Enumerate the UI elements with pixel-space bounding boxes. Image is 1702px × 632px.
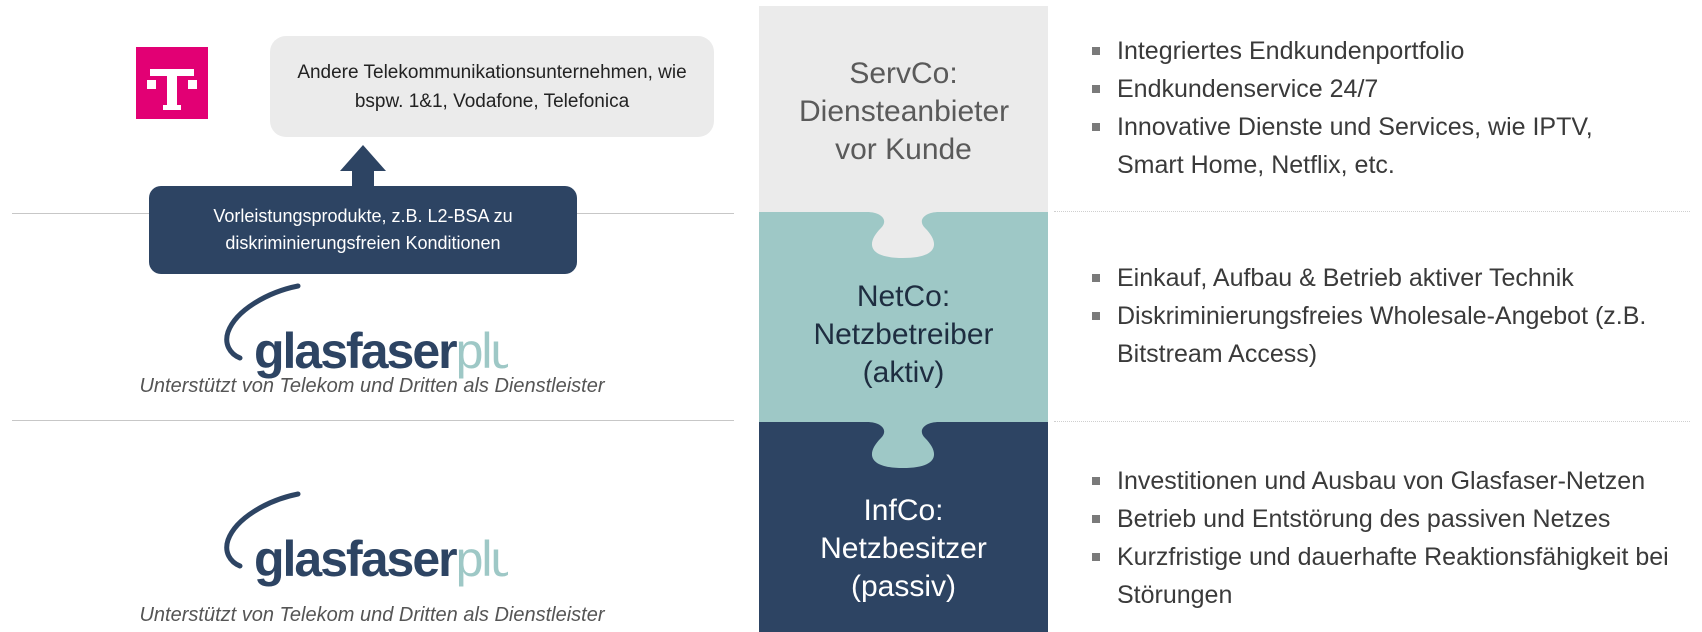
bullet-square-icon [1092, 515, 1100, 523]
wholesale-products-box: Vorleistungsprodukte, z.B. L2-BSA zu dis… [149, 186, 577, 274]
infco-title: InfCo: Netzbesitzer (passiv) [820, 494, 987, 603]
telekom-logo [136, 47, 208, 119]
separator-netco-infco [1054, 421, 1690, 422]
bullet-square-icon [1092, 312, 1100, 320]
netco-title: NetCo: Netzbetreiber (aktiv) [813, 280, 994, 389]
svg-text:glasfaserplus: glasfaserplus [254, 531, 508, 587]
logo-text-dark: glasfaser [254, 323, 457, 379]
list-item: Diskriminierungsfreies Wholesale-Angebot… [1090, 297, 1700, 373]
list-item: Endkundenservice 24/7 [1090, 70, 1700, 108]
infco-bullets: Investitionen und Ausbau von Glasfaser-N… [1090, 462, 1700, 614]
list-item: Integriertes Endkundenportfolio [1090, 32, 1700, 70]
layer-puzzle [759, 6, 1048, 632]
bullet-text: Innovative Dienste und Services, wie IPT… [1117, 113, 1593, 179]
list-item: Betrieb und Entstörung des passiven Netz… [1090, 500, 1700, 538]
telekom-t-icon [147, 69, 197, 110]
netco-bullets: Einkauf, Aufbau & Betrieb aktiver Techni… [1090, 259, 1700, 373]
wholesale-text: Vorleistungsprodukte, z.B. L2-BSA zu dis… [213, 206, 513, 253]
bullet-square-icon [1092, 85, 1100, 93]
infco-layer-piece [759, 422, 1048, 632]
logo-text-dark: glasfaser [254, 531, 457, 587]
bullet-text: Endkundenservice 24/7 [1117, 75, 1379, 103]
up-arrow-icon [340, 145, 386, 171]
bullet-square-icon [1092, 123, 1100, 131]
bullet-square-icon [1092, 47, 1100, 55]
bullet-text: Investitionen und Ausbau von Glasfaser-N… [1117, 467, 1646, 495]
bullet-text: Integriertes Endkundenportfolio [1117, 37, 1465, 65]
logo-text-light: plus [456, 323, 508, 379]
glasfaserplus-logo-netco: glasfaserplus [218, 280, 542, 380]
list-item: Innovative Dienste und Services, wie IPT… [1090, 108, 1637, 184]
fiber-swoosh-icon: glasfaserplus [224, 491, 542, 587]
separator-servco-netco [1054, 211, 1690, 212]
list-item: Einkauf, Aufbau & Betrieb aktiver Techni… [1090, 259, 1700, 297]
infco-logo-caption: Unterstützt von Telekom und Dritten als … [139, 604, 605, 626]
other-providers-text: Andere Telekommunikationsunternehmen, wi… [297, 61, 687, 112]
bullet-text: Einkauf, Aufbau & Betrieb aktiver Techni… [1117, 264, 1574, 292]
bullet-square-icon [1092, 553, 1100, 561]
list-item: Kurzfristige und dauerhafte Reaktionsfäh… [1090, 538, 1702, 614]
bullet-text: Betrieb und Entstörung des passiven Netz… [1117, 505, 1611, 533]
other-providers-box: Andere Telekommunikationsunternehmen, wi… [270, 36, 714, 137]
bullet-text: Kurzfristige und dauerhafte Reaktionsfäh… [1117, 543, 1669, 609]
bullet-text: Diskriminierungsfreies Wholesale-Angebot… [1117, 302, 1647, 368]
divider-line-bottom [12, 420, 734, 421]
fiber-swoosh-icon: glasfaserplus [224, 283, 542, 379]
servco-title: ServCo: Diensteanbieter vor Kunde [799, 57, 1010, 166]
logo-text-light: plus [456, 531, 508, 587]
list-item: Investitionen und Ausbau von Glasfaser-N… [1090, 462, 1700, 500]
netco-logo-caption: Unterstützt von Telekom und Dritten als … [139, 375, 605, 397]
servco-bullets: Integriertes Endkundenportfolio Endkunde… [1090, 32, 1700, 184]
svg-text:glasfaserplus: glasfaserplus [254, 323, 508, 379]
glasfaserplus-logo-infco: glasfaserplus [218, 488, 542, 588]
bullet-square-icon [1092, 274, 1100, 282]
bullet-square-icon [1092, 477, 1100, 485]
